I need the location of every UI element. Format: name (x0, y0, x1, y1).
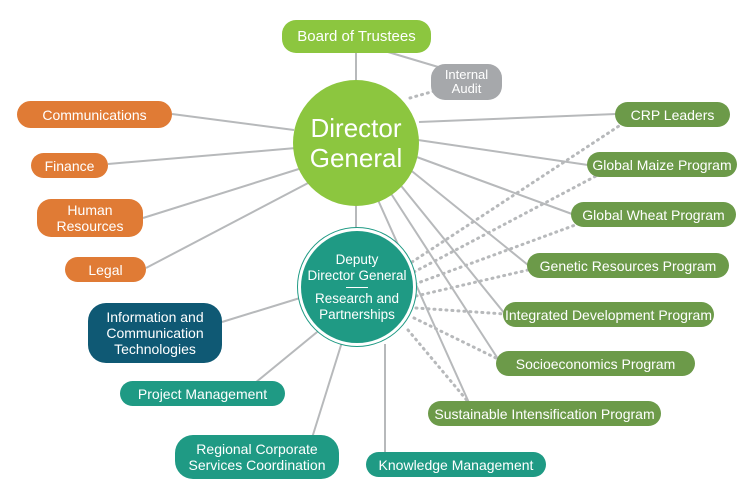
sustainable-intensification-program-node: Sustainable Intensification Program (428, 401, 661, 426)
line-dg-socio (389, 191, 501, 363)
dotted-ddg-socio (412, 316, 502, 362)
socioeconomics-program-node: Socioeconomics Program (496, 351, 695, 376)
finance-node: Finance (31, 153, 108, 178)
research-partnerships-label: Research and Partnerships (314, 290, 400, 322)
line-dg-communications (171, 113, 295, 131)
legal-node: Legal (65, 257, 146, 282)
dotted-ddg-genetic (414, 268, 530, 298)
global-maize-program-node: Global Maize Program (587, 152, 737, 177)
line-dg-maize (417, 139, 589, 166)
project-management-node: Project Management (120, 381, 285, 406)
deputy-separator (346, 286, 368, 288)
genetic-resources-program-node: Genetic Resources Program (527, 253, 729, 278)
dotted-ddg-wheat (413, 222, 580, 286)
regional-corporate-services-node: Regional Corporate Services Coordination (175, 435, 339, 479)
communications-node: Communications (17, 101, 172, 128)
director-general-node: Director General (293, 80, 419, 206)
board-of-trustees-node: Board of Trustees (282, 20, 431, 53)
dotted-ddg-integrated (414, 306, 507, 316)
line-dg-legal (145, 181, 311, 269)
human-resources-node: Human Resources (37, 199, 143, 237)
ict-node: Information and Communication Technologi… (88, 303, 222, 363)
line-ddg-project (254, 327, 323, 384)
line-ddg-regional (311, 341, 343, 439)
dotted-ddg-crp (410, 122, 624, 264)
director-general-label: Director General (309, 113, 403, 173)
line-dg-wheat (413, 155, 573, 215)
crp-leaders-node: CRP Leaders (615, 102, 730, 127)
line-ddg-ict (221, 297, 301, 323)
line-dg-genetic (407, 167, 529, 266)
dotted-ddg-sustainable (406, 328, 472, 406)
global-wheat-program-node: Global Wheat Program (571, 202, 736, 227)
internal-audit-node: Internal Audit (431, 64, 502, 100)
deputy-director-general-label: Deputy Director General (307, 251, 407, 283)
dotted-ddg-maize (412, 174, 598, 274)
integrated-development-program-node: Integrated Development Program (503, 302, 714, 327)
line-dg-crp (418, 113, 617, 123)
knowledge-management-node: Knowledge Management (366, 452, 546, 477)
line-dg-integrated (397, 181, 506, 315)
line-dg-finance (107, 147, 297, 165)
deputy-director-general-node: Deputy Director General Research and Par… (298, 228, 416, 346)
line-dg-hr (142, 167, 303, 219)
line-dg-sustainable (377, 199, 471, 406)
